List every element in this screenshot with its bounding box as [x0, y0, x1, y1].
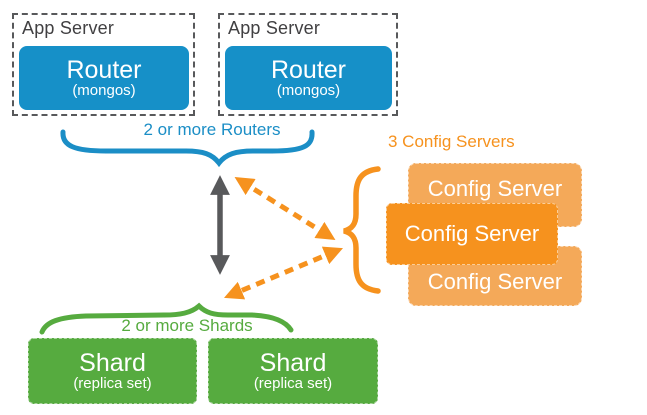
shard-title-1: Shard [79, 349, 146, 377]
router-box-2: Router (mongos) [225, 46, 392, 110]
router-subtitle-2: (mongos) [276, 82, 341, 99]
config-server-label-3: Config Server [427, 269, 563, 294]
router-title-2: Router [270, 56, 347, 84]
config-server-label-1: Config Server [427, 176, 563, 201]
app-server-box-1: App Server Router (mongos) [12, 13, 195, 116]
shard-subtitle-1: (replica set) [73, 375, 152, 392]
shards-group-label: 2 or more Shards [121, 316, 253, 335]
router-box-1: Router (mongos) [19, 46, 189, 110]
app-server-label-2: App Server [228, 18, 321, 38]
config-group-label: 3 Config Servers [388, 132, 515, 151]
shard-box-2: Shard (replica set) [208, 338, 378, 404]
shard-title-2: Shard [259, 349, 327, 377]
app-server-label-1: App Server [22, 18, 115, 38]
shard-subtitle-2: (replica set) [253, 375, 333, 392]
router-config-arrow [234, 176, 336, 241]
shard-config-arrow [223, 246, 344, 300]
router-title-1: Router [66, 56, 142, 84]
routers-group-label: 2 or more Routers [143, 120, 281, 139]
config-server-label-2: Config Server [404, 221, 540, 246]
config-server-box-2: Config Server [386, 203, 558, 265]
shard-box-1: Shard (replica set) [28, 338, 197, 404]
config-brace [343, 166, 381, 294]
router-subtitle-1: (mongos) [72, 82, 136, 99]
app-server-box-2: App Server Router (mongos) [218, 13, 398, 116]
